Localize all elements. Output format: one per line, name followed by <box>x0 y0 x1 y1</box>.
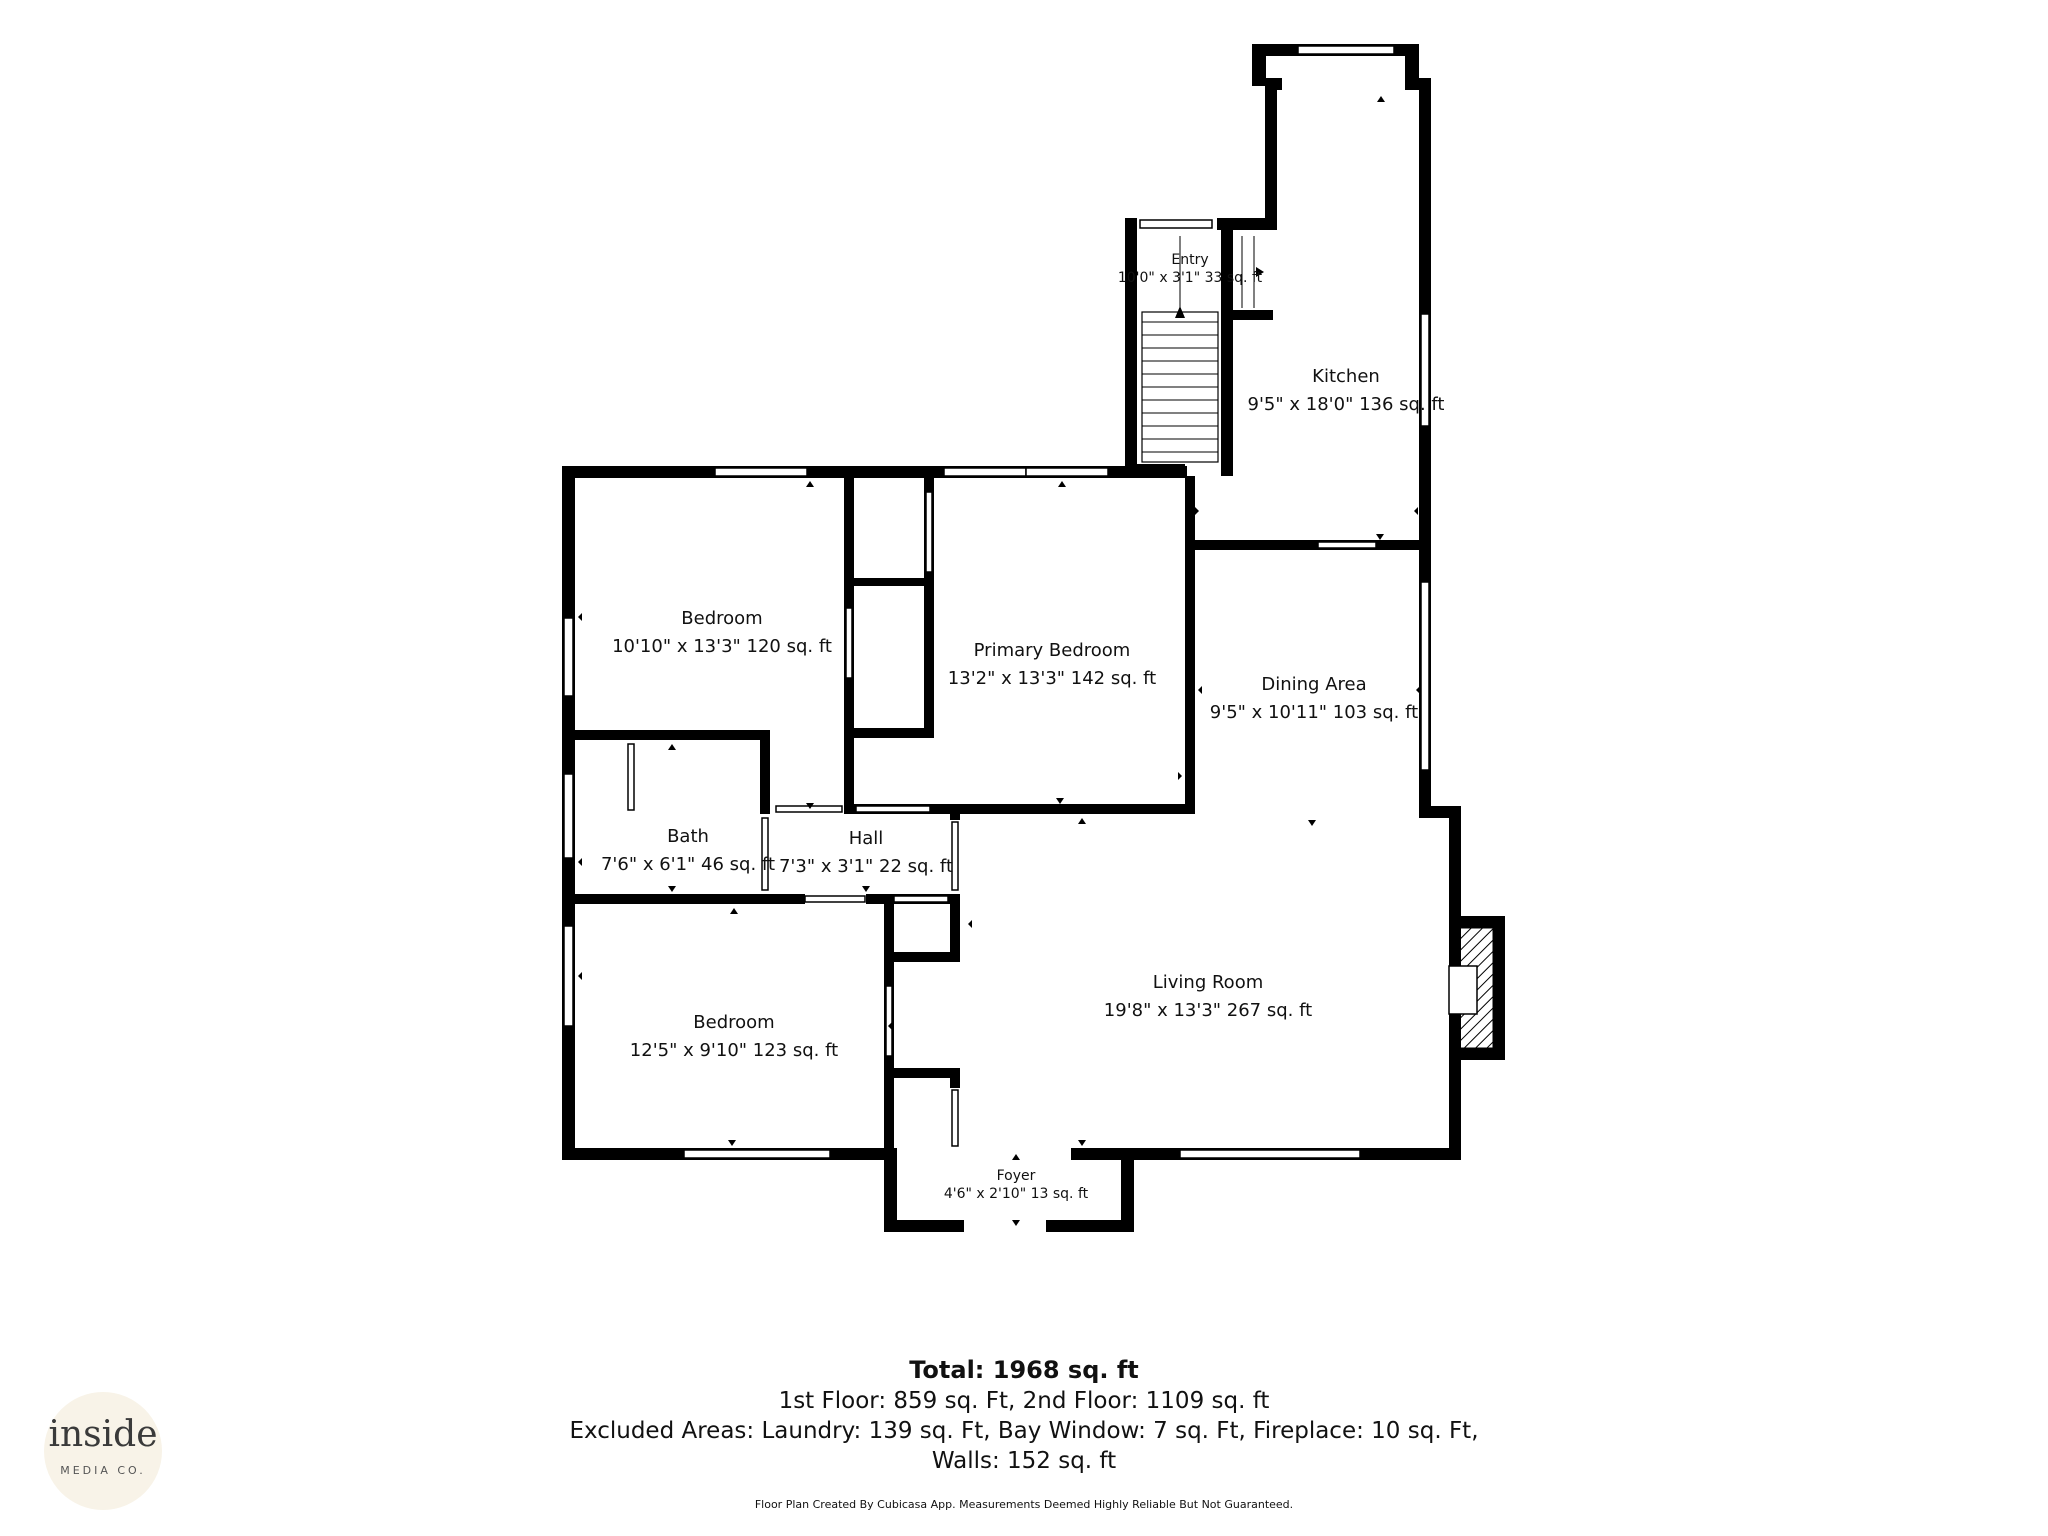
interior-walls <box>575 476 1431 1160</box>
bedroom-nw-name: Bedroom <box>681 608 762 629</box>
hall-dims: 7'3" x 3'1" 22 sq. ft <box>779 856 953 877</box>
primary-bedroom-name: Primary Bedroom <box>974 640 1131 661</box>
walls-area: Walls: 152 sq. ft <box>931 1448 1117 1474</box>
bath-dims: 7'6" x 6'1" 46 sq. ft <box>601 854 775 875</box>
hall-name: Hall <box>849 828 884 849</box>
door-markers <box>578 96 1458 1226</box>
total-area: Total: 1968 sq. ft <box>909 1356 1139 1384</box>
logo-subtitle: MEDIA CO. <box>60 1464 146 1477</box>
living-room-name: Living Room <box>1153 972 1264 993</box>
foyer-dims: 4'6" x 2'10" 13 sq. ft <box>944 1186 1089 1202</box>
disclaimer: Floor Plan Created By Cubicasa App. Meas… <box>754 1498 1294 1511</box>
room-labels: Entry 10'0" x 3'1" 33 sq. ft Kitchen 9'5… <box>601 252 1444 1202</box>
bedroom-sw-dims: 12'5" x 9'10" 123 sq. ft <box>630 1040 838 1061</box>
windows <box>563 45 1430 1159</box>
bath-name: Bath <box>667 826 709 847</box>
entry-name: Entry <box>1171 252 1208 268</box>
dining-area-dims: 9'5" x 10'11" 103 sq. ft <box>1210 702 1418 723</box>
logo-word: inside <box>48 1414 158 1455</box>
foyer-name: Foyer <box>997 1168 1036 1184</box>
floor-areas: 1st Floor: 859 sq. Ft, 2nd Floor: 1109 s… <box>778 1388 1270 1414</box>
living-room-dims: 19'8" x 13'3" 267 sq. ft <box>1104 1000 1312 1021</box>
entry-dims: 10'0" x 3'1" 33 sq. ft <box>1118 270 1263 286</box>
primary-bedroom-dims: 13'2" x 13'3" 142 sq. ft <box>948 668 1156 689</box>
staircase <box>1141 236 1264 463</box>
bedroom-nw-dims: 10'10" x 13'3" 120 sq. ft <box>612 636 832 657</box>
kitchen-dims: 9'5" x 18'0" 136 sq. ft <box>1248 394 1445 415</box>
bedroom-sw-name: Bedroom <box>693 1012 774 1033</box>
brand-logo: inside MEDIA CO. <box>44 1392 162 1510</box>
excluded-areas: Excluded Areas: Laundry: 139 sq. Ft, Bay… <box>569 1418 1479 1444</box>
kitchen-name: Kitchen <box>1312 366 1380 387</box>
door-openings <box>761 491 1377 1147</box>
dining-area-name: Dining Area <box>1261 674 1366 695</box>
